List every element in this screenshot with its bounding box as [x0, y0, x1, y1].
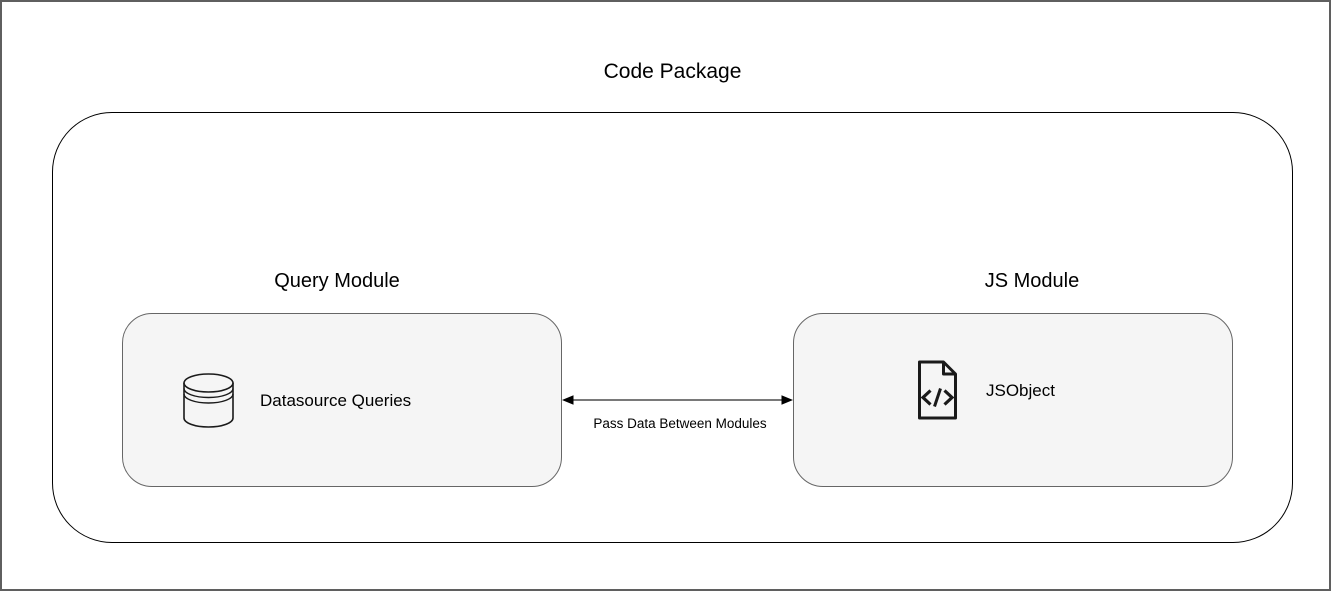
- diagram-title: Code Package: [603, 60, 742, 83]
- js-module-label: JS Module: [984, 270, 1080, 292]
- query-module-label: Query Module: [274, 270, 400, 292]
- js-module-box: JSObject: [793, 313, 1233, 487]
- bidirectional-arrow: [562, 395, 793, 405]
- database-icon: [183, 373, 234, 428]
- connector-label: Pass Data Between Modules: [593, 416, 767, 431]
- query-module-box: Datasource Queries: [122, 313, 562, 487]
- datasource-queries-label: Datasource Queries: [260, 391, 412, 410]
- code-file-icon: [918, 360, 957, 420]
- jsobject-label: JSObject: [986, 381, 1055, 400]
